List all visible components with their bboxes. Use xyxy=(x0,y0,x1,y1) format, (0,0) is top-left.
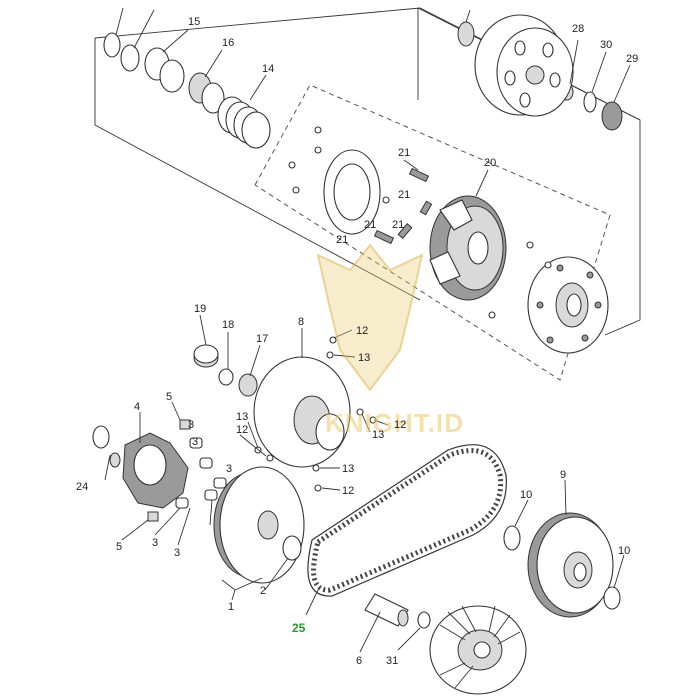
label-part-10a: 10 xyxy=(520,489,532,501)
label-part-5b: 5 xyxy=(116,541,122,553)
label-part-10b: 10 xyxy=(618,545,630,557)
label-part-14: 14 xyxy=(262,63,274,75)
ring-part-10-left xyxy=(503,525,521,551)
leader-lines xyxy=(104,7,631,653)
label-part-12b: 12 xyxy=(394,419,406,431)
rollers-part-3 xyxy=(175,437,227,509)
label-part-3e: 3 xyxy=(174,547,180,559)
label-part-21d: 21 xyxy=(392,219,404,231)
ring-part-10-right xyxy=(603,586,621,610)
label-part-17: 17 xyxy=(256,333,268,345)
washer-part-24 xyxy=(92,425,110,449)
secondary-pulley-part-9 xyxy=(527,512,614,618)
ring-part-18 xyxy=(218,368,234,386)
secondary-sheave-part-8 xyxy=(253,356,351,468)
label-part-12a: 12 xyxy=(356,325,368,337)
label-part-24: 24 xyxy=(76,481,88,493)
clutch-drive-flange xyxy=(488,241,609,354)
label-part-16: 16 xyxy=(222,37,234,49)
clutch-carrier-part-20 xyxy=(429,195,507,301)
clutch-housing-drum xyxy=(474,14,574,117)
spring-part-14 xyxy=(217,96,271,149)
bearing-part-29 xyxy=(601,101,623,131)
label-part-2: 2 xyxy=(260,585,266,597)
label-part-6: 6 xyxy=(356,655,362,667)
washer-part-31 xyxy=(417,611,431,629)
label-part-3b: 3 xyxy=(192,436,198,448)
label-part-5a: 5 xyxy=(166,391,172,403)
label-part-25: 25 xyxy=(292,621,306,635)
collar-part-15 xyxy=(144,47,185,93)
label-part-19: 19 xyxy=(194,303,206,315)
bearing-part-19 xyxy=(193,344,219,368)
label-part-3a: 3 xyxy=(188,419,194,431)
collar-part-2 xyxy=(282,535,302,561)
label-part-21a: 21 xyxy=(398,147,410,159)
seal-part-left xyxy=(457,21,475,47)
label-part-3d: 3 xyxy=(152,537,158,549)
label-part-13a: 13 xyxy=(358,352,370,364)
part-number-labels: 15 16 14 28 30 29 21 20 21 21 21 21 19 1… xyxy=(76,16,638,667)
label-part-15: 15 xyxy=(188,16,200,28)
drive-belt-part-25 xyxy=(307,444,507,597)
label-part-9: 9 xyxy=(560,469,566,481)
label-part-12c: 12 xyxy=(236,424,248,436)
label-part-21c: 21 xyxy=(364,219,376,231)
ramp-plate-part-4 xyxy=(122,432,189,509)
label-part-13c: 13 xyxy=(372,429,384,441)
sliders-part-5 xyxy=(147,419,191,522)
label-part-18: 18 xyxy=(222,319,234,331)
label-part-1: 1 xyxy=(228,601,234,613)
pins-and-rings-12-13 xyxy=(254,336,377,492)
bearing-part-17 xyxy=(238,373,258,397)
label-part-8: 8 xyxy=(298,316,304,328)
label-part-21e: 21 xyxy=(336,234,348,246)
washer-small-left xyxy=(109,452,121,468)
shoe-springs-part-21 xyxy=(373,167,433,245)
movable-sheave-part-1 xyxy=(213,466,305,584)
label-part-31: 31 xyxy=(386,655,398,667)
label-part-28: 28 xyxy=(572,23,584,35)
label-part-21b: 21 xyxy=(398,189,410,201)
label-part-4: 4 xyxy=(134,401,140,413)
knight-shield-logo xyxy=(316,243,424,392)
bushing-part-16 xyxy=(188,72,225,114)
clutch-plate xyxy=(288,126,381,235)
label-part-13d: 13 xyxy=(342,463,354,475)
fan-pulley xyxy=(429,605,527,695)
collar-part-6 xyxy=(364,593,409,627)
watermark-text: KNIGHT.ID xyxy=(325,408,464,438)
knight-id-watermark: KNIGHT.ID xyxy=(316,243,464,438)
ring-part-30 xyxy=(583,91,597,113)
ring-stack-upper-left xyxy=(103,32,140,72)
label-part-3c: 3 xyxy=(226,463,232,475)
clutch-subgroup-frame xyxy=(254,84,611,381)
label-part-20: 20 xyxy=(484,157,496,169)
label-part-13b: 13 xyxy=(236,411,248,423)
label-part-29: 29 xyxy=(626,53,638,65)
label-part-12d: 12 xyxy=(342,485,354,497)
label-part-30: 30 xyxy=(600,39,612,51)
